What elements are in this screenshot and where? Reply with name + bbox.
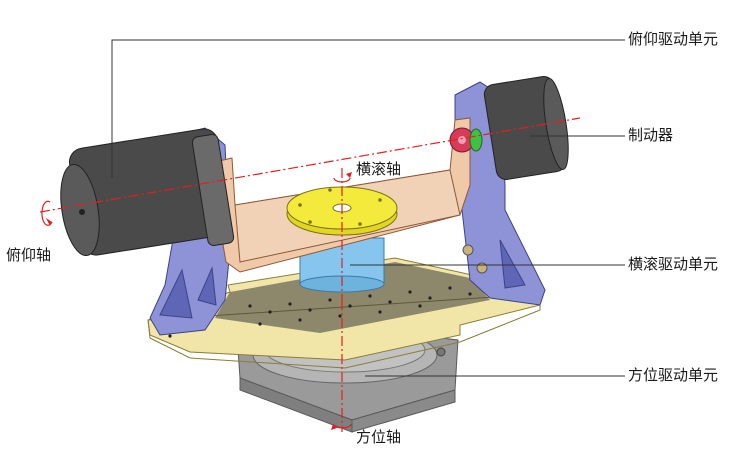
- leader-pitch-drive-unit: [111, 39, 625, 178]
- base-plate: [147, 257, 541, 369]
- label-roll-drive-unit: 横滚驱动单元: [628, 255, 719, 273]
- label-pitch-axis: 俯仰轴: [6, 246, 52, 264]
- label-pitch-drive-unit: 俯仰驱动单元: [628, 30, 719, 48]
- leader-lines: [111, 39, 625, 377]
- label-brake: 制动器: [628, 126, 674, 144]
- label-azimuth-axis: 方位轴: [356, 428, 402, 446]
- label-roll-axis: 横滚轴: [356, 160, 402, 178]
- azimuth-axis-line: [331, 300, 352, 432]
- pitch-motor: [60, 128, 235, 257]
- pitch-axis-line: [39, 117, 581, 226]
- roll-axis-line: [333, 168, 352, 300]
- label-azimuth-drive-unit: 方位驱动单元: [628, 366, 719, 384]
